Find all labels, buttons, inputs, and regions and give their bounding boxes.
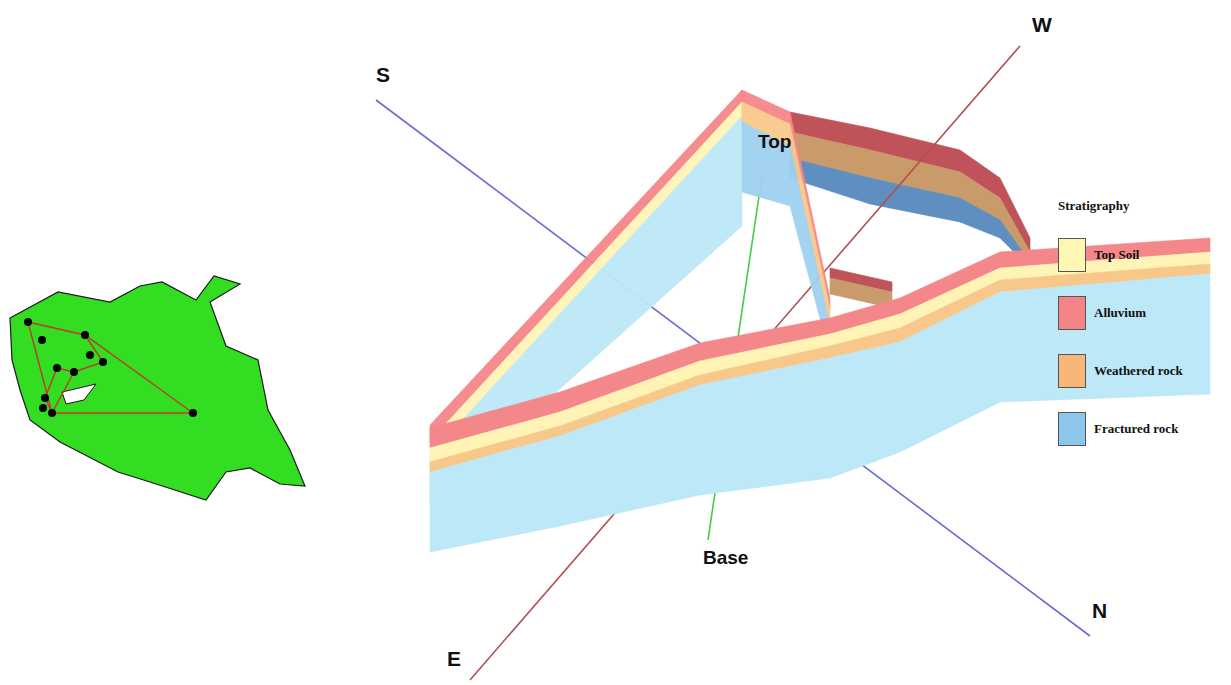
axis-end-label: Top xyxy=(758,132,791,151)
survey-line xyxy=(74,335,103,372)
borehole-dot xyxy=(38,336,46,344)
compass-label: N xyxy=(1092,600,1107,621)
survey-line xyxy=(28,322,193,413)
stratum-band xyxy=(430,274,1210,552)
legend-swatch xyxy=(1058,354,1086,388)
legend-text: Weathered rock xyxy=(1094,363,1183,379)
compass-label: S xyxy=(376,64,390,85)
compass-label: W xyxy=(1032,14,1052,35)
borehole-dot xyxy=(48,409,56,417)
borehole-dot xyxy=(70,368,78,376)
district-outline xyxy=(10,276,305,500)
legend-row: Alluvium xyxy=(1058,284,1183,342)
survey-lines xyxy=(28,322,193,413)
legend-text: Fractured rock xyxy=(1094,421,1178,437)
borehole-dot xyxy=(99,358,107,366)
borehole-dot xyxy=(41,394,49,402)
legend-row: Fractured rock xyxy=(1058,400,1183,458)
borehole-dot xyxy=(24,318,32,326)
legend-swatch xyxy=(1058,412,1086,446)
borehole-dot xyxy=(81,331,89,339)
borehole-dot xyxy=(189,409,197,417)
legend: StratigraphyTop SoilAlluviumWeathered ro… xyxy=(1058,198,1183,458)
legend-row: Weathered rock xyxy=(1058,342,1183,400)
survey-line xyxy=(45,368,74,413)
legend-text: Alluvium xyxy=(1094,305,1146,321)
legend-swatch xyxy=(1058,238,1086,272)
legend-swatch xyxy=(1058,296,1086,330)
axis-end-label: Base xyxy=(703,548,748,567)
stratum-band xyxy=(790,158,1030,268)
inset-map xyxy=(10,276,305,500)
map-hole xyxy=(62,384,96,404)
borehole-dot xyxy=(53,364,61,372)
compass-label: E xyxy=(447,648,461,669)
borehole-dot xyxy=(86,351,94,359)
legend-text: Top Soil xyxy=(1094,247,1139,263)
survey-points xyxy=(24,318,197,417)
borehole-dot xyxy=(39,404,47,412)
legend-row: Top Soil xyxy=(1058,226,1183,284)
legend-title: Stratigraphy xyxy=(1058,198,1183,214)
front-panels xyxy=(430,90,1210,552)
